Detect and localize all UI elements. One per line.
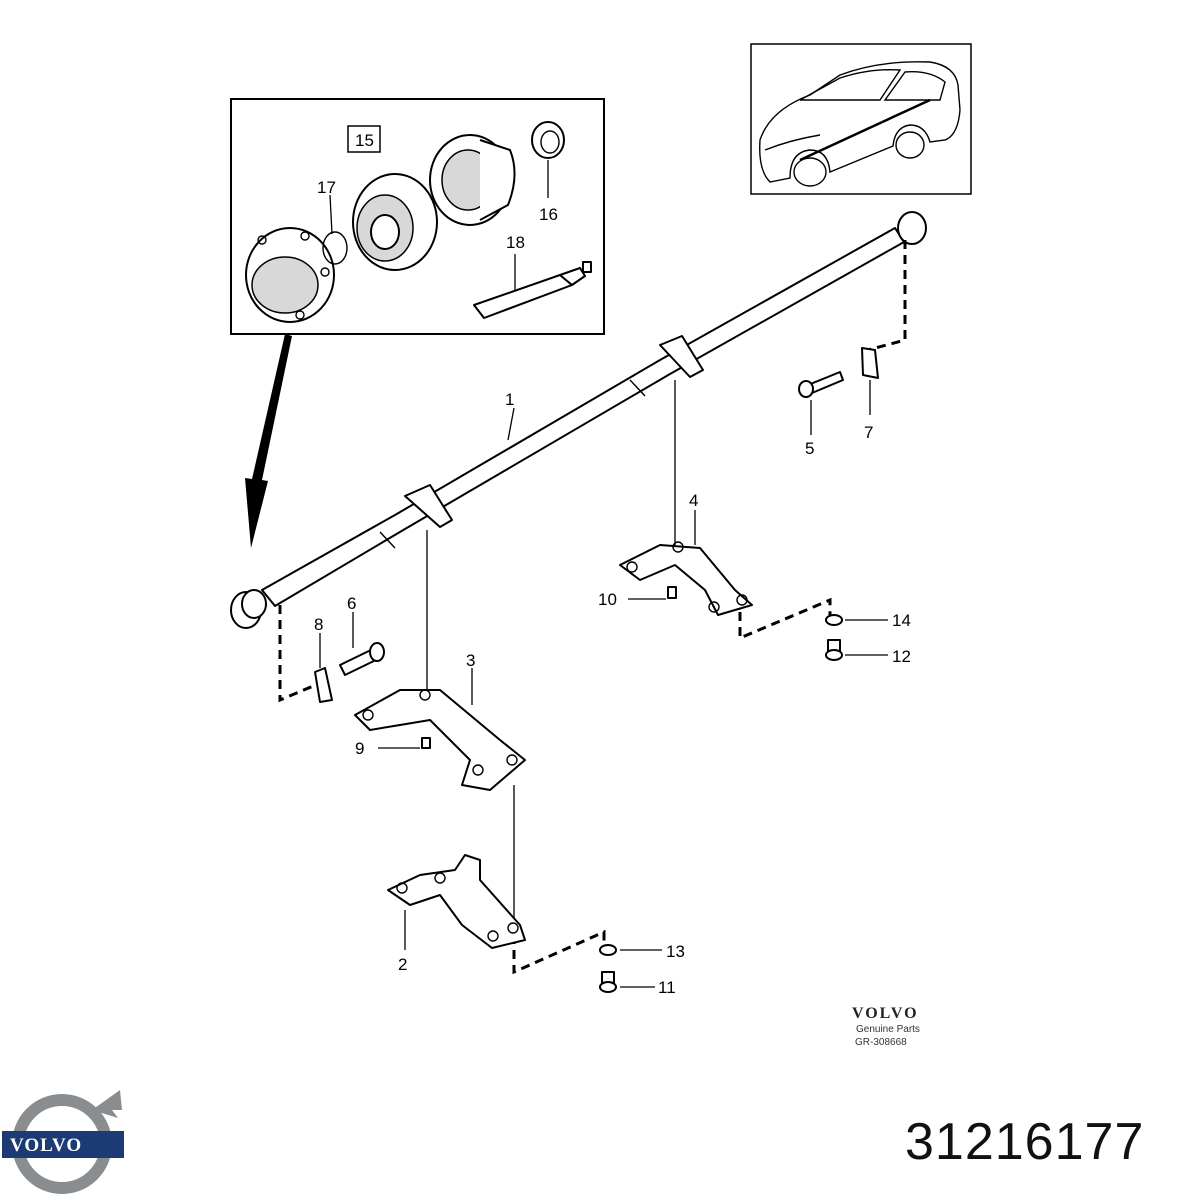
callout-11: 11 xyxy=(658,978,676,997)
cv-joint-detail-inset: 15 xyxy=(230,98,605,335)
circlip-17 xyxy=(322,231,348,265)
washer-13 xyxy=(599,944,617,956)
part-number: 31216177 xyxy=(905,1113,1145,1171)
alignment-line-bracket-4 xyxy=(738,597,832,641)
callout-17: 17 xyxy=(317,178,336,197)
grease-tube-18 xyxy=(473,261,592,319)
callout-2: 2 xyxy=(398,955,407,974)
flange-cap xyxy=(245,227,335,323)
bolt-9 xyxy=(421,737,431,749)
callout-16: 16 xyxy=(539,205,558,224)
callout-9: 9 xyxy=(355,739,364,758)
car-illustration xyxy=(759,61,961,187)
lock-plate-8 xyxy=(314,667,333,703)
detail-arrow xyxy=(245,334,292,548)
callout-13: 13 xyxy=(666,942,685,961)
callout-5: 5 xyxy=(805,439,814,458)
callout-14: 14 xyxy=(892,611,911,630)
callout-4: 4 xyxy=(689,491,698,510)
washer-14 xyxy=(825,614,843,626)
cv-joint xyxy=(352,173,438,271)
callout-6: 6 xyxy=(347,594,356,613)
volvo-logo: VOLVO xyxy=(2,1090,124,1194)
seal-ring-16 xyxy=(531,121,565,159)
callout-15: 15 xyxy=(355,131,374,150)
callout-8: 8 xyxy=(314,615,323,634)
lock-plate-7 xyxy=(861,347,879,379)
propeller-shaft-1 xyxy=(230,211,927,629)
bracket-3 xyxy=(354,689,526,791)
alignment-line-front xyxy=(278,605,319,703)
callout-10: 10 xyxy=(598,590,617,609)
bolt-6 xyxy=(339,642,385,676)
alignment-line-bracket-2 xyxy=(512,929,606,975)
callout-18: 18 xyxy=(506,233,525,252)
footer-genuine-parts: Genuine Parts xyxy=(856,1024,920,1035)
callout-1: 1 xyxy=(505,390,514,409)
cv-housing xyxy=(429,134,516,226)
alignment-line-rear xyxy=(867,240,907,352)
bracket-2 xyxy=(387,854,526,949)
callout-3: 3 xyxy=(466,651,475,670)
footer-brand: VOLVO xyxy=(852,1005,919,1022)
vehicle-location-inset xyxy=(750,43,972,195)
bracket-4 xyxy=(619,541,753,616)
bolt-5 xyxy=(798,371,844,398)
logo-word: VOLVO xyxy=(10,1135,82,1156)
callout-7: 7 xyxy=(864,423,873,442)
callout-12: 12 xyxy=(892,647,911,666)
footer-diagram-code: GR-308668 xyxy=(855,1037,907,1048)
bolt-10 xyxy=(667,586,677,599)
